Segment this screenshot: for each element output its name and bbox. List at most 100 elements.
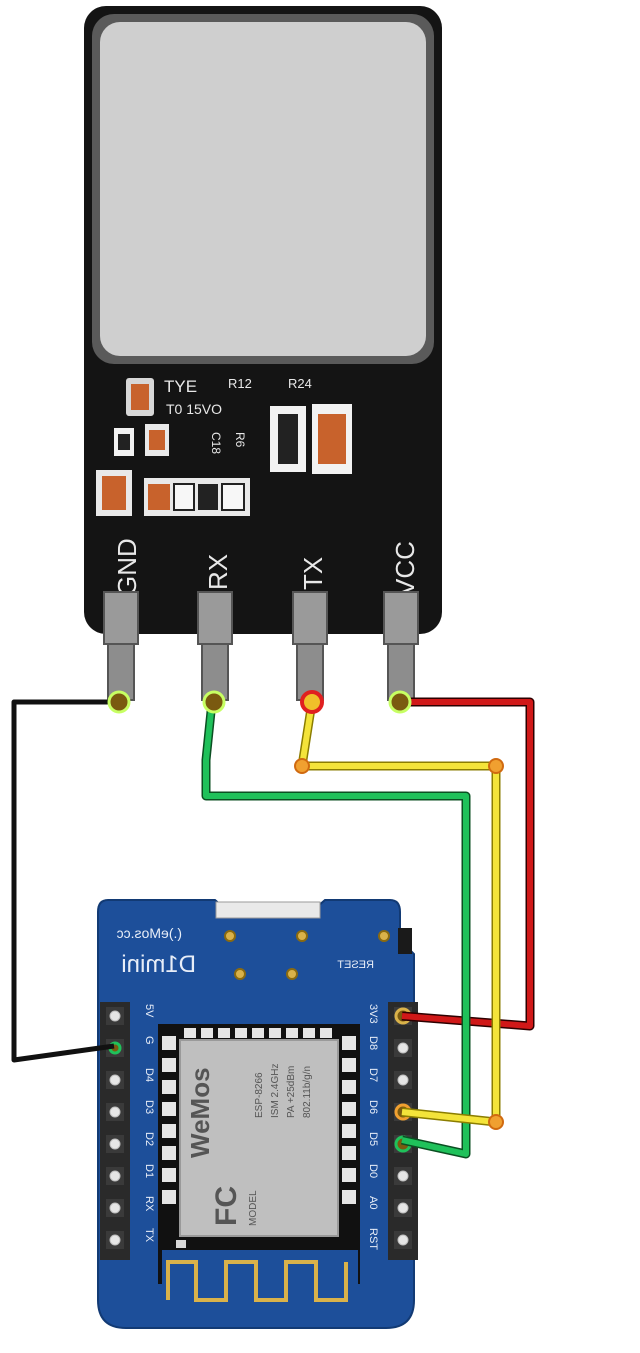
pin-leg-gnd [103,591,139,645]
module-pad [342,1102,356,1116]
pin-leg-vcc [383,591,419,645]
wemos-d1-mini-board: (.)eMos.cc D1mini RESET 5VGD4D3D2D1RXTX … [97,899,418,1329]
right-pin-label: D8 [367,1036,379,1050]
header-pin-hole [109,1010,121,1022]
module-pad [184,1028,196,1038]
solder-joint [300,690,324,714]
left-pin-label: D2 [143,1132,155,1146]
smd-component [176,1240,186,1248]
left-header-pins [106,1007,124,1249]
module-pad [162,1190,176,1204]
left-pin-label: RX [143,1196,155,1212]
model-text: MODEL [248,1190,259,1226]
module-pad [162,1124,176,1138]
smd-component [278,414,298,464]
antenna-trace [166,1260,348,1302]
left-pin-label: D1 [143,1164,155,1178]
smd-component [173,483,195,511]
silk-tye: TYE [164,377,197,396]
module-pad [162,1058,176,1072]
wire-bend-joint [488,758,504,774]
header-pin-hole [109,1138,121,1150]
silk-r6: R6 [233,432,247,448]
module-pad [162,1102,176,1116]
header-pin-hole [109,1074,121,1086]
module-pad [320,1028,332,1038]
module-pad [342,1036,356,1050]
module-line: 802.11b/g/n [302,1066,313,1118]
pin-label-gnd: GND [112,538,142,596]
left-pin-label: 5V [143,1004,155,1018]
esp-module-pads [162,1028,356,1204]
silk-voltage: T0 15VO [166,401,222,417]
module-pad [201,1028,213,1038]
right-pin-label: A0 [367,1196,379,1209]
black-wire [11,699,118,1063]
left-pin-label: G [143,1036,155,1045]
sensor-window [100,22,426,356]
module-pad [303,1028,315,1038]
smd-component [131,384,149,410]
wiring [11,690,535,1159]
header-pin-hole [109,1170,121,1182]
mounting-hole [378,930,390,942]
module-pad [286,1028,298,1038]
module-pad [162,1168,176,1182]
module-pad [342,1168,356,1182]
module-pad [342,1146,356,1160]
board-maker-text: (.)eMos.cc [117,925,182,941]
antenna-area [162,1250,358,1286]
smd-component [148,484,170,510]
header-pin-hole [109,1106,121,1118]
silk-r24: R24 [288,376,312,391]
solder-joint [388,690,412,714]
green-wire [203,701,469,1157]
silk-c18: C18 [209,432,223,454]
reset-label: RESET [337,959,374,971]
board-brand-text: D1mini [121,951,196,978]
module-pad [162,1146,176,1160]
module-pad [235,1028,247,1038]
header-pin-hole [397,1202,409,1214]
smd-component [102,476,126,510]
header-pin-hole [397,1042,409,1054]
mounting-hole [296,930,308,942]
header-pin-hole [397,1234,409,1246]
header-pin-hole [109,1234,121,1246]
left-pin-label: D4 [143,1068,155,1082]
wire-bend-joint [488,1114,504,1130]
pin-leg-gnd [107,643,135,701]
silk-r12: R12 [228,376,252,391]
pin-label-vcc: VCC [390,541,420,596]
esp-shield [179,1039,339,1237]
module-line: ESP-8266 [254,1072,265,1118]
right-pin-label: D5 [367,1132,379,1146]
right-pin-label: D6 [367,1100,379,1114]
pin-leg-rx [197,591,233,645]
module-pad [342,1080,356,1094]
fingerprint-sensor-module: TYE R12 R24 T0 15VO C18 R6 GND RX TX VCC [84,6,442,701]
module-line: PA +25dBm [286,1066,297,1118]
smd-component [118,434,130,450]
module-logo: WeMos [185,1067,215,1158]
module-pad [252,1028,264,1038]
header-pin-hole [397,1170,409,1182]
mounting-hole [286,968,298,980]
header-pin-hole [397,1074,409,1086]
pin-label-rx: RX [203,554,233,590]
reset-button [398,928,412,954]
right-pin-label: D0 [367,1164,379,1178]
solder-joint [107,690,131,714]
smd-component [198,484,218,510]
left-pin-label: TX [143,1228,155,1243]
module-pad [342,1124,356,1138]
fc-mark: FC [210,1186,243,1226]
mounting-hole [224,930,236,942]
smd-component [221,483,245,511]
module-pad [162,1080,176,1094]
module-pad [162,1036,176,1050]
module-pad [342,1190,356,1204]
smd-component [318,414,346,464]
